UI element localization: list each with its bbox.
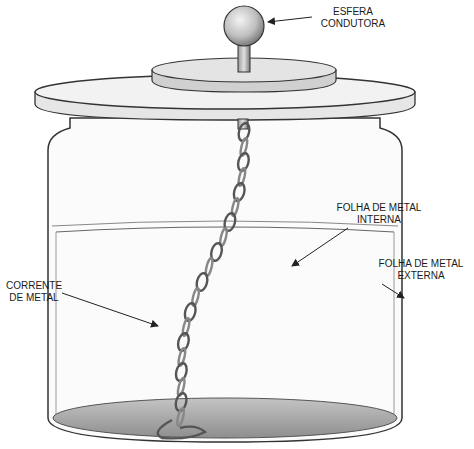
metal-chain — [158, 122, 251, 438]
chain-link — [176, 408, 185, 427]
glass-jar — [48, 118, 402, 442]
part-label: CORRENTE DE METAL — [3, 280, 65, 304]
chain-end — [158, 420, 205, 438]
conducting-sphere — [224, 6, 264, 46]
part-label: FOLHA DE METAL INTERNA — [330, 202, 428, 226]
jar-bottom — [53, 398, 397, 438]
leader-line — [292, 228, 348, 266]
leader-line — [382, 284, 404, 298]
part-label: ESFERA CONDUTORA — [312, 6, 394, 30]
inner-foil-side — [56, 232, 57, 415]
leader-line — [268, 17, 312, 22]
leader-line — [62, 293, 158, 326]
part-label: FOLHA DE METAL EXTERNA — [372, 258, 470, 282]
